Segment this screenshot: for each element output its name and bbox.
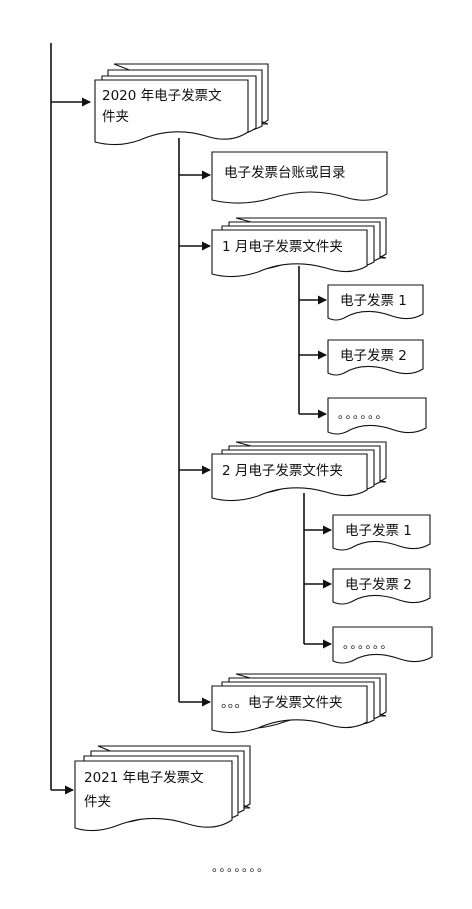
jan-invoice-2: 电子发票 2 bbox=[327, 339, 424, 376]
feb-invoice-more-label: 。。。。。。 bbox=[343, 637, 394, 651]
footer-ellipsis: 。。。。。。。 bbox=[212, 860, 271, 874]
folder-more-label: 。。。电子发票文件夹 bbox=[221, 695, 343, 711]
feb-invoice-2-shape bbox=[332, 568, 431, 605]
jan-invoice-2-label: 电子发票 2 bbox=[340, 348, 407, 364]
folder-2021-label-line1: 2021 年电子发票文 bbox=[84, 770, 204, 786]
jan-invoice-more: 。。。。。。 bbox=[327, 397, 427, 435]
jan-invoice-more-shape bbox=[327, 397, 427, 435]
doc-stack-front bbox=[94, 79, 249, 146]
jan-invoice-1-shape bbox=[327, 284, 424, 321]
feb-invoice-more-shape bbox=[332, 626, 433, 664]
folder-2021: 2021 年电子发票文 件夹 bbox=[74, 745, 251, 832]
feb-stack-front bbox=[211, 453, 368, 502]
folder-feb-label: 2 月电子发票文件夹 bbox=[222, 463, 343, 479]
feb-invoice-more: 。。。。。。 bbox=[332, 626, 433, 664]
jan-invoice-1-label: 电子发票 1 bbox=[340, 293, 407, 309]
jan-invoice-2-shape bbox=[327, 339, 424, 376]
ledger-label: 电子发票台账或目录 bbox=[224, 165, 346, 181]
feb-invoice-1-shape bbox=[332, 514, 431, 551]
connector-lines bbox=[50, 43, 332, 795]
folder-jan-label: 1 月电子发票文件夹 bbox=[222, 239, 343, 255]
more-stack-front bbox=[211, 685, 368, 734]
ledger-document: 电子发票台账或目录 bbox=[211, 151, 388, 204]
jan-invoice-1: 电子发票 1 bbox=[327, 284, 424, 321]
feb-invoice-2: 电子发票 2 bbox=[332, 568, 431, 605]
feb-invoice-1-label: 电子发票 1 bbox=[345, 523, 412, 539]
jan-stack-front bbox=[211, 229, 368, 278]
feb-invoice-1: 电子发票 1 bbox=[332, 514, 431, 551]
ledger-document-shape bbox=[211, 151, 388, 204]
folder-2020: 2020 年电子发票文 件夹 bbox=[94, 63, 269, 146]
doc2021-stack-front bbox=[74, 760, 233, 832]
jan-invoice-more-label: 。。。。。。 bbox=[338, 407, 389, 421]
folder-2020-label-line2: 件夹 bbox=[102, 109, 129, 125]
folder-feb: 2 月电子发票文件夹 bbox=[211, 441, 387, 502]
feb-invoice-2-label: 电子发票 2 bbox=[345, 577, 412, 593]
folder-more: 。。。电子发票文件夹 bbox=[211, 673, 387, 734]
folder-jan: 1 月电子发票文件夹 bbox=[211, 217, 387, 278]
folder-2021-label-line2: 件夹 bbox=[84, 794, 111, 810]
folder-2020-label-line1: 2020 年电子发票文 bbox=[102, 88, 222, 104]
